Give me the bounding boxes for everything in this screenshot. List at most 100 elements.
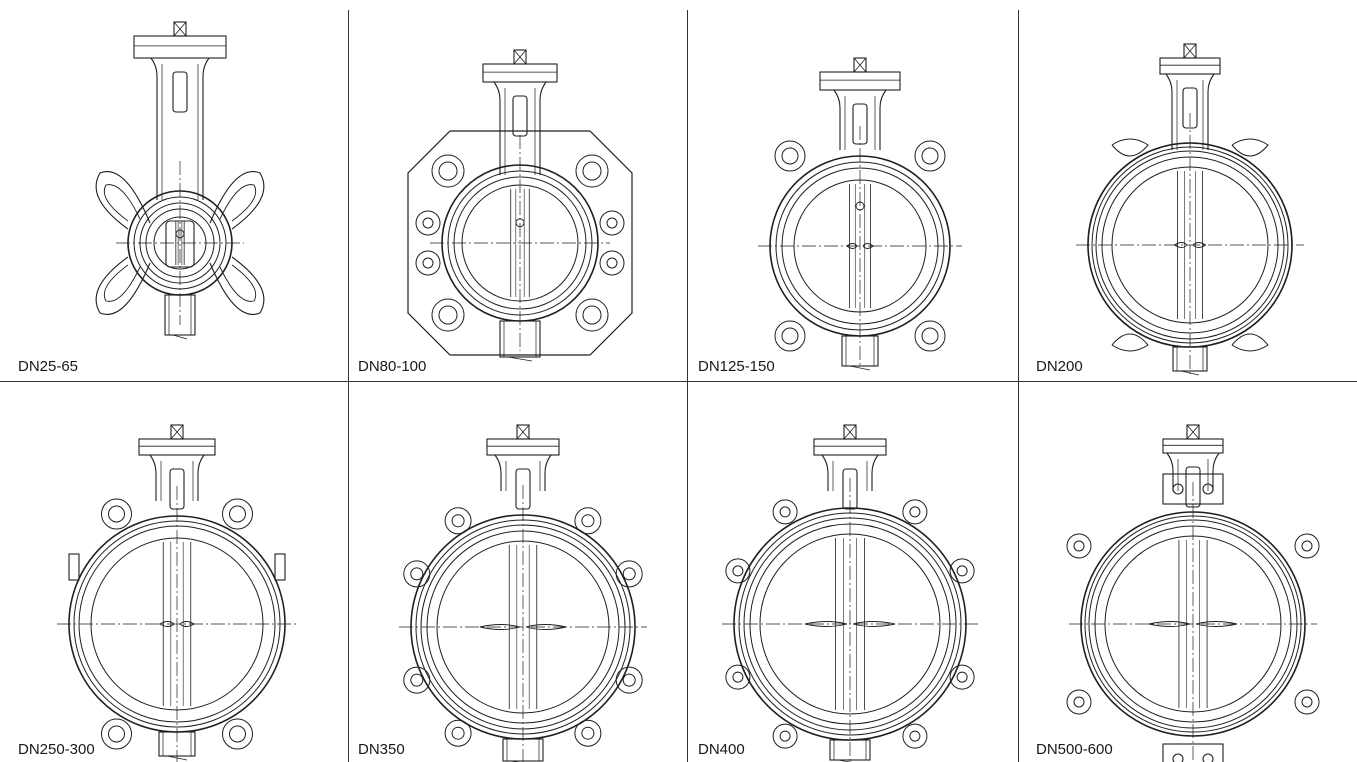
disc-hub-right (1195, 621, 1238, 627)
valve-cell-dn25-65: DN25-65 (0, 0, 339, 381)
stem-cross-b (1183, 43, 1197, 59)
disc-hub-right (862, 243, 874, 249)
lug-ear-7 (574, 719, 602, 747)
lug-ear-1 (599, 210, 625, 236)
side-tab-r (274, 553, 286, 581)
lug-hole-3 (229, 725, 246, 743)
top-lug-hole-l (1172, 483, 1184, 495)
neck-right (879, 89, 887, 150)
lug-hole-3 (582, 305, 602, 325)
disc-hub-right (179, 621, 196, 627)
stem-cross-b (513, 49, 527, 65)
boss-foot (172, 334, 188, 340)
lug-hole-2 (108, 725, 125, 743)
bottom-boss (829, 739, 871, 761)
lug-hole-4 (410, 673, 424, 687)
mounting-plate (486, 438, 560, 456)
lug-hole-0 (108, 505, 125, 523)
bottom-boss (164, 294, 196, 336)
boss-foot (1180, 370, 1200, 376)
disc-stem-window (165, 220, 195, 268)
lug-ear-2 (101, 718, 132, 750)
stem-cross-b (853, 57, 867, 73)
valve-drawing-dn80-100 (407, 49, 633, 362)
valve-cell-dn500-600: DN500-600 (1018, 381, 1357, 762)
stem-cross-b (170, 424, 184, 440)
neck-slot (172, 71, 188, 113)
disc-pin (515, 218, 525, 228)
valve-drawing-dn250-300 (57, 424, 297, 762)
bottom-boss (499, 320, 541, 358)
lug-ear-7 (902, 723, 928, 749)
bottom-boss (158, 731, 196, 757)
lug-hole-1 (1301, 540, 1313, 552)
valve-drawing-dn125-150 (758, 57, 962, 371)
valve-size-label: DN500-600 (1036, 741, 1113, 758)
valve-cell-dn200: DN200 (1018, 0, 1357, 381)
bottom-boss (1172, 346, 1208, 372)
neck-left (493, 81, 501, 175)
lug-hole-1 (581, 514, 595, 528)
bottom-boss (502, 738, 544, 762)
mounting-plate (1159, 57, 1221, 75)
lug-ear-3 (1294, 689, 1320, 715)
bottom-lug-hole-r (1202, 753, 1214, 762)
lug-hole-2 (422, 257, 434, 269)
neck-right (1207, 73, 1215, 150)
lug-ear-5 (949, 664, 975, 690)
wing-slot-3 (219, 264, 257, 302)
mounting-plate (1162, 438, 1224, 454)
lug-ear-0 (772, 499, 798, 525)
disc-pin (175, 229, 185, 239)
side-tab-l (68, 553, 80, 581)
lug-ear-0 (431, 154, 465, 188)
neck-right (539, 81, 547, 175)
valve-drawing-dn200 (1076, 43, 1304, 377)
valve-size-label: DN80-100 (358, 358, 427, 375)
lug-hole-6 (779, 730, 791, 742)
disc-pin (855, 201, 865, 211)
neck-slot (1182, 87, 1198, 129)
lug-hole-1 (582, 161, 602, 181)
lug-ear-1 (914, 140, 946, 172)
valve-size-label: DN350 (358, 741, 405, 758)
boss-foot (837, 759, 853, 762)
neck-left (494, 454, 502, 491)
lug-hole-3 (622, 567, 636, 581)
disc-hub-left (479, 624, 521, 630)
mounting-plate (819, 71, 901, 91)
lug-ear-6 (772, 723, 798, 749)
valve-drawing-dn350 (399, 424, 647, 762)
lug-hole-7 (581, 726, 595, 740)
lug-ear-3 (914, 320, 946, 352)
top-lug-hole-r (1202, 483, 1214, 495)
neck-left (149, 454, 157, 501)
lug-hole-2 (1073, 696, 1085, 708)
kidney-lug-3 (1231, 333, 1269, 352)
lug-ear-0 (444, 507, 472, 535)
lug-hole-0 (422, 217, 434, 229)
kidney-lug-1 (1231, 138, 1269, 157)
neck-left (1165, 73, 1173, 150)
wing-lug-3 (209, 256, 265, 315)
valve-drawing-dn500-600 (1066, 424, 1320, 762)
lug-ear-4 (725, 664, 751, 690)
lug-hole-0 (779, 506, 791, 518)
boss-foot (166, 755, 188, 761)
lug-hole-6 (451, 726, 465, 740)
lug-hole-2 (410, 567, 424, 581)
lug-ear-0 (415, 210, 441, 236)
lug-ear-1 (902, 499, 928, 525)
neck-left (1166, 452, 1174, 491)
lug-hole-0 (451, 514, 465, 528)
lug-hole-1 (921, 147, 939, 165)
disc-hub-right (852, 621, 896, 627)
bottom-boss (841, 335, 879, 367)
disc-hub-right (1192, 242, 1207, 248)
kidney-lug-0 (1111, 138, 1149, 157)
mounting-plate (813, 438, 887, 456)
disc-hub-left (158, 621, 175, 627)
wing-slot-1 (219, 184, 257, 222)
